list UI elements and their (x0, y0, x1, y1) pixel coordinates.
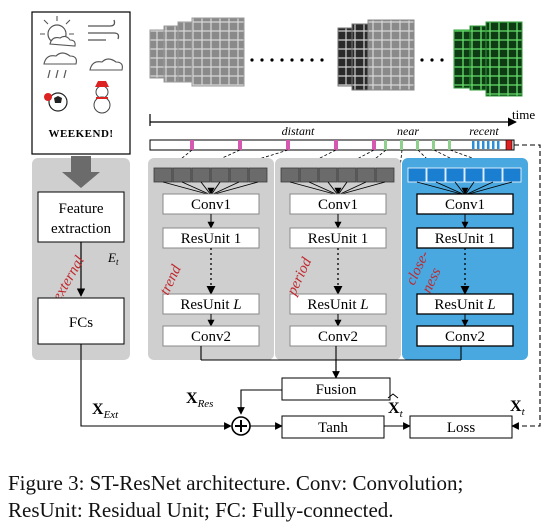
input-frame-cell (483, 167, 503, 183)
feature-extraction-label-1: Feature (59, 201, 104, 217)
merge-line (289, 181, 339, 196)
input-frame-cell (153, 167, 173, 183)
time-axis: time (149, 107, 535, 127)
input-frame-cell (356, 167, 376, 183)
fusion-box (281, 377, 391, 401)
conv1-label: Conv1 (445, 197, 485, 213)
snowman-icon (93, 81, 111, 114)
conv2-label: Conv2 (318, 329, 358, 345)
merge-line (416, 181, 466, 196)
merge-line (337, 181, 367, 196)
merge-line (435, 181, 466, 196)
loss-label: Loss (447, 420, 476, 436)
resunit-1-label: ResUnit 1 (435, 231, 495, 247)
external-branch: Feature extraction Et external FCs (32, 156, 130, 360)
fusion-label: Fusion (316, 382, 357, 398)
x-t-label: Xt (510, 398, 526, 418)
conv2-label: Conv2 (445, 329, 485, 345)
resunit-l-label: ResUnit L (434, 297, 495, 313)
input-frame-cell (248, 167, 268, 183)
soccer-ball-icon (44, 92, 68, 112)
input-frame-cell (407, 167, 427, 183)
merge-line (337, 181, 386, 196)
x-hat-label: Xt (388, 400, 404, 420)
figure-caption: Figure 3: ST-ResNet architecture. Conv: … (8, 470, 548, 524)
branch-trend-input-stack (153, 167, 268, 196)
input-frame-cell (229, 167, 249, 183)
weekend-label: WEEKEND! (48, 128, 113, 140)
merge-line (181, 181, 212, 196)
input-frame-cell (337, 167, 357, 183)
map-frames-near (337, 19, 415, 91)
input-frame-cell (502, 167, 522, 183)
recent-label: recent (469, 124, 499, 138)
input-frame-cell (375, 167, 395, 183)
conv1-label: Conv1 (318, 197, 358, 213)
merge-line (308, 181, 339, 196)
input-frame-cell (445, 167, 465, 183)
resunit-l-label: ResUnit L (307, 297, 368, 313)
feature-extraction-box (37, 191, 125, 243)
feature-extraction-label-2: extraction (51, 221, 111, 237)
map-frames-distant (149, 17, 245, 87)
e-t-label: Et (107, 250, 119, 267)
timeline-bar (149, 139, 515, 151)
tanh-label: Tanh (318, 420, 348, 436)
merge-line (210, 181, 240, 196)
fcs-box (37, 297, 125, 345)
input-frame-cell (210, 167, 230, 183)
time-axis-label: time (512, 107, 535, 122)
caption-line-1: Figure 3: ST-ResNet architecture. Conv: … (8, 471, 464, 495)
input-frame-cell (464, 167, 484, 183)
sum-operator-icon (231, 416, 251, 436)
sun-cloud-icon (40, 16, 76, 47)
fcs-label: FCs (69, 315, 93, 331)
resunit-1-label: ResUnit 1 (181, 231, 241, 247)
x-ext-label: XExt (92, 401, 119, 421)
input-frame-cell (299, 167, 319, 183)
tanh-box (281, 415, 385, 439)
distant-label: distant (282, 124, 315, 138)
ellipsis-dots-top (250, 58, 444, 62)
conv2-box (416, 325, 514, 347)
cloud-icon (89, 58, 123, 71)
external-factors-panel: WEEKEND! (31, 11, 131, 155)
wind-icon (88, 19, 120, 41)
caption-line-2: ResUnit: Residual Unit; FC: Fully-connec… (8, 498, 394, 522)
branch-closeness-input-stack (407, 167, 522, 196)
rain-cloud-icon (43, 52, 77, 79)
map-frames-recent (453, 21, 523, 97)
conv2-box (162, 325, 260, 347)
merge-line (162, 181, 212, 196)
input-frame-cell (191, 167, 211, 183)
input-frame-cell (318, 167, 338, 183)
near-label: near (397, 124, 419, 138)
resunit-l-label: ResUnit L (180, 297, 241, 313)
merge-line (464, 181, 494, 196)
resunit-1-label: ResUnit 1 (308, 231, 368, 247)
conv2-label: Conv2 (191, 329, 231, 345)
fusion-section: Fusion XRes XExt Tanh Xt Loss Xt (80, 144, 541, 439)
input-frame-cell (172, 167, 192, 183)
merge-line (464, 181, 513, 196)
x-res-label: XRes (186, 390, 213, 410)
input-frame-cell (280, 167, 300, 183)
conv1-label: Conv1 (191, 197, 231, 213)
conv2-box (289, 325, 387, 347)
merge-line (210, 181, 259, 196)
input-frame-cell (426, 167, 446, 183)
